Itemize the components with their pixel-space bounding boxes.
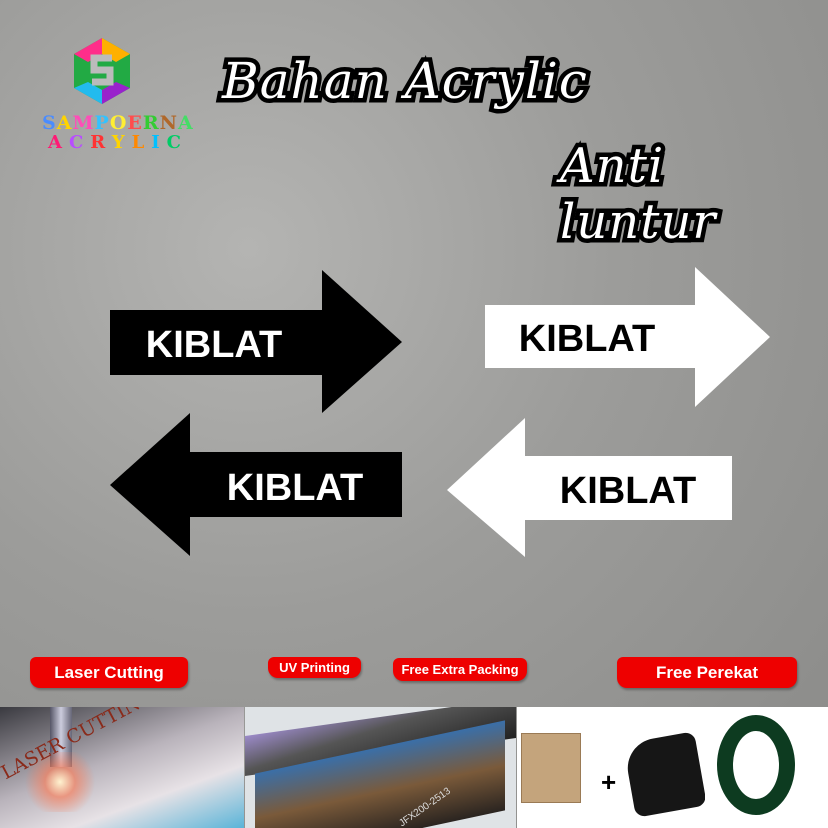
logo-letter: E — [127, 112, 143, 134]
headline-line1: Bahan Acrylic — [218, 48, 592, 115]
double-tape-photo — [705, 707, 828, 828]
brand-name-line2: ACRYLIC — [48, 132, 188, 153]
sign-black-right: KIBLAT — [110, 270, 402, 413]
brand-name-line1: SAMPOERNA — [42, 112, 194, 134]
sign-white-right: KIBLAT — [485, 267, 770, 407]
laser-cutting-photo: LASER CUTTING — [0, 707, 244, 828]
brand-logo — [72, 36, 132, 106]
logo-letter: A — [178, 112, 194, 134]
plus-sign: + — [601, 767, 617, 797]
logo-letter: M — [72, 112, 95, 134]
sign-white-left: KIBLAT — [447, 418, 732, 557]
logo-letter: O — [109, 112, 128, 134]
packing-photo: + — [517, 707, 705, 828]
feature-badge-free-packing: Free Extra Packing — [393, 658, 527, 681]
logo-letter: N — [159, 112, 179, 134]
sign-label: KIBLAT — [519, 318, 656, 360]
logo-letter: L — [131, 132, 152, 153]
logo-letter: S — [42, 112, 57, 134]
uv-printer-photo: JFX200-2513 — [245, 707, 516, 828]
logo-letter: A — [56, 112, 73, 134]
laser-glow — [20, 752, 100, 812]
cardboard-box — [521, 733, 581, 803]
logo-letter: A — [48, 132, 69, 153]
logo-letter: C — [166, 132, 188, 153]
feature-badge-free-adhesive: Free Perekat — [617, 657, 797, 688]
sign-label: KIBLAT — [146, 324, 283, 366]
headline-line2: Anti luntur — [556, 134, 720, 255]
sign-black-left: KIBLAT — [110, 413, 402, 556]
logo-letter: C — [68, 132, 91, 153]
tape-roll — [717, 715, 795, 815]
logo-letter: R — [142, 112, 160, 134]
bubble-wrap — [623, 731, 705, 818]
s-hexagon-icon — [74, 38, 130, 104]
feature-badge-uv-printing: UV Printing — [268, 657, 361, 678]
arrow-signs: KIBLAT KIBLAT KIBLAT KIBLAT — [110, 267, 770, 557]
logo-letter: I — [151, 132, 167, 153]
feature-badge-laser-cutting: Laser Cutting — [30, 657, 188, 688]
logo-letter: R — [90, 132, 112, 153]
sign-label: KIBLAT — [227, 467, 364, 509]
logo-letter: P — [94, 112, 110, 134]
logo-letter: Y — [111, 132, 132, 153]
sign-label: KIBLAT — [560, 470, 697, 512]
